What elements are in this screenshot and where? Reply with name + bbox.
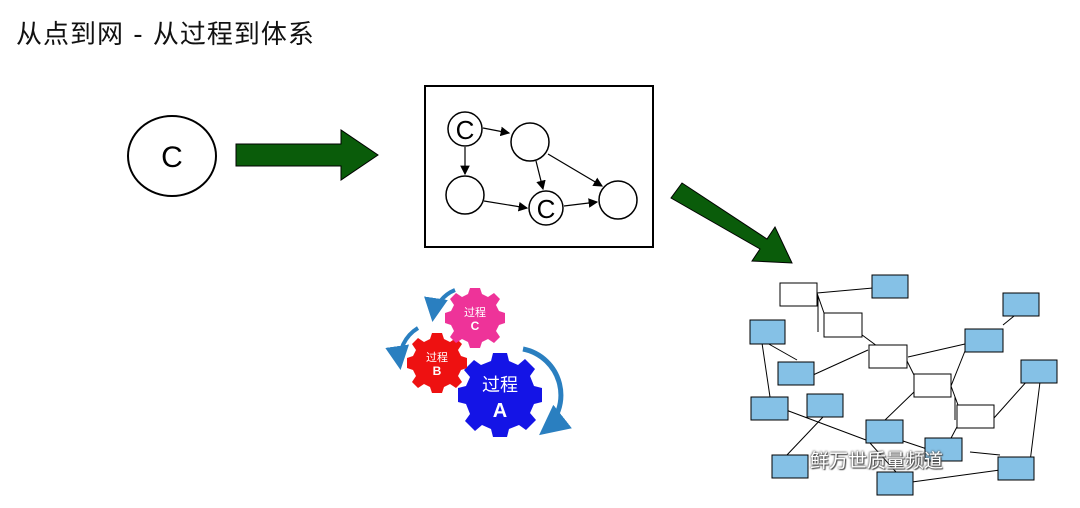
gear-b-line2: B xyxy=(433,364,442,378)
single-node: C xyxy=(127,115,217,197)
gear-c: 过程 C xyxy=(445,288,505,348)
watermark-text: 鲜万世质量频道 xyxy=(810,450,944,472)
gear-b-line1: 过程 xyxy=(426,351,448,364)
green-arrow-right xyxy=(235,129,379,181)
gear-b: 过程 B xyxy=(407,333,467,393)
system-network xyxy=(749,274,1058,496)
process-net-box: C C xyxy=(424,85,654,248)
gear-a-line1: 过程 xyxy=(482,375,518,396)
gear-cluster: 过程 A 过程 B 过程 C xyxy=(385,288,572,437)
single-node-label: C xyxy=(161,141,183,174)
green-arrow-diagonal xyxy=(670,182,793,264)
process-net-c-label-1: C xyxy=(456,115,475,145)
gear-a-rotation-arrow xyxy=(522,346,572,436)
process-net-c-label-2: C xyxy=(537,194,556,224)
page-title: 从点到网 - 从过程到体系 xyxy=(16,20,315,50)
gear-b-rotation-arrow xyxy=(385,326,420,370)
gear-c-line1: 过程 xyxy=(464,306,486,319)
gear-a-line2: A xyxy=(493,400,507,422)
gear-c-rotation-arrow xyxy=(424,288,456,322)
gear-c-line2: C xyxy=(471,319,480,333)
gear-a: 过程 A xyxy=(458,353,542,437)
